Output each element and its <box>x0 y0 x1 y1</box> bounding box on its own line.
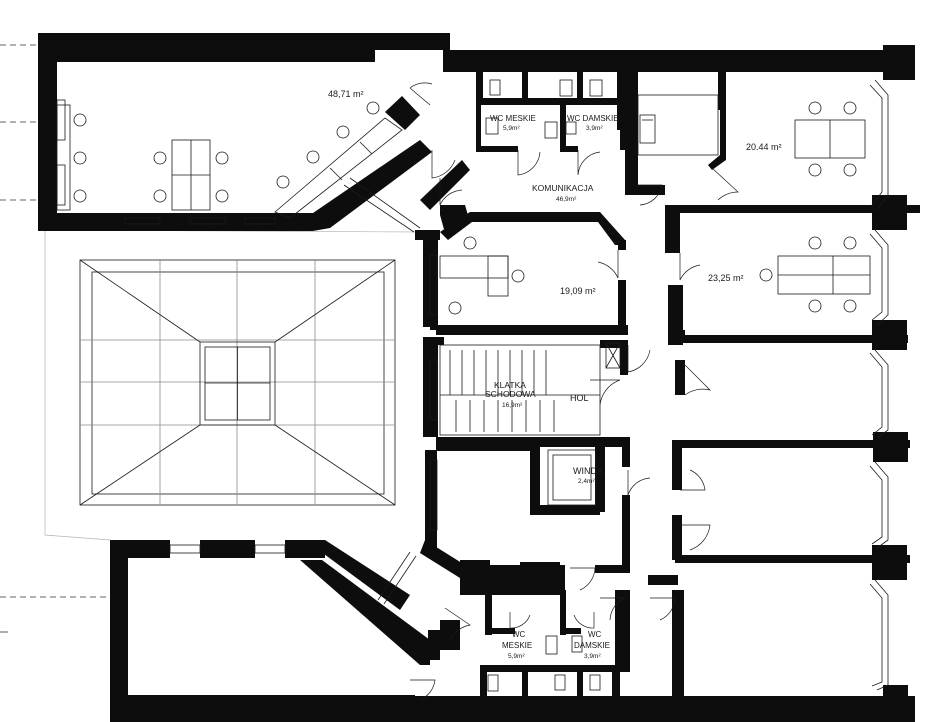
room-labels: 48,71 m² WC MESKIE 5,9m² WC DAMSKIE 3,9m… <box>328 89 782 660</box>
bay-windows <box>869 79 889 691</box>
label-wc-meskie-top-area: 5,9m² <box>503 125 520 132</box>
wc-fixtures <box>485 79 603 692</box>
staircase <box>439 342 621 436</box>
elevator <box>547 449 597 506</box>
label-wc-meskie-top-name: WC MESKIE <box>490 114 536 123</box>
furniture <box>56 101 871 315</box>
label-wc-damskie-bottom-line1: WC <box>588 630 602 639</box>
label-office-right-area: 23,25 m² <box>708 273 744 283</box>
label-klatka-line1: KLATKA <box>494 380 526 390</box>
label-office-middle-area: 19,09 m² <box>560 286 596 296</box>
label-hol-name: HOL <box>570 393 589 403</box>
label-wc-meskie-bottom-line1: WC <box>512 630 526 639</box>
kitchenette <box>637 94 719 156</box>
label-wc-damskie-top-name: WC DAMSKIE <box>567 114 619 123</box>
walls <box>38 33 920 722</box>
skylight-structure <box>44 229 421 541</box>
label-klatka-area: 16,9m² <box>502 402 523 409</box>
label-wc-meskie-bottom-line2: MESKIE <box>502 641 532 650</box>
label-winda-name: WINDA <box>573 466 603 476</box>
label-office-top-right-area: 20.44 m² <box>746 142 782 152</box>
label-wc-damskie-bottom-line2: DAMSKIE <box>574 641 610 650</box>
doors <box>409 82 739 701</box>
label-komunikacja-area: 46,9m² <box>556 196 577 203</box>
label-komunikacja-name: KOMUNIKACJA <box>532 183 594 193</box>
label-wc-damskie-top-area: 3,9m² <box>586 125 603 132</box>
label-klatka-line2: SCHODOWA <box>485 389 536 399</box>
label-wc-meskie-bottom-area: 5,9m² <box>508 653 525 660</box>
label-office-top-left-area: 48,71 m² <box>328 89 364 99</box>
label-winda-area: 2,4m² <box>578 478 595 485</box>
guide-lines <box>0 44 110 633</box>
label-wc-damskie-bottom-area: 3,9m² <box>584 653 601 660</box>
